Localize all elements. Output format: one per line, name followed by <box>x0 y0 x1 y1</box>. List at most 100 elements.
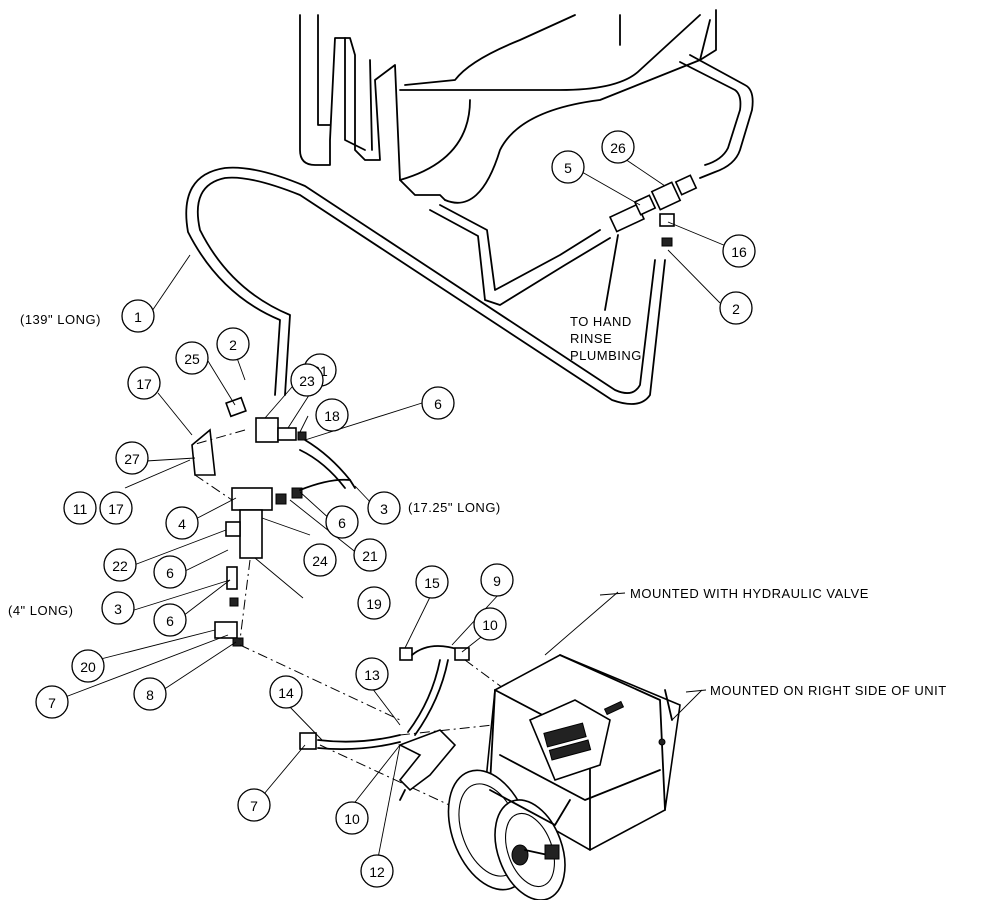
balloon-number: 22 <box>112 558 128 574</box>
callout-balloon-b17b: 17 <box>99 491 133 525</box>
callout-balloon-b10a: 10 <box>473 607 507 641</box>
balloon-circle <box>63 491 97 525</box>
balloon-number: 6 <box>434 396 442 412</box>
balloon-circle <box>35 685 69 719</box>
callout-balloons: 1223345666677891010111213141516171718192… <box>35 130 756 888</box>
callout-balloon-b19: 19 <box>357 586 391 620</box>
callout-balloon-b6a: 6 <box>421 386 455 420</box>
callout-balloon-b10b: 10 <box>335 801 369 835</box>
note-hand-rinse-1: TO HAND <box>570 314 632 329</box>
balloon-number: 23 <box>299 373 315 389</box>
balloon-number: 7 <box>48 695 56 711</box>
callout-balloon-b23: 23 <box>290 363 324 397</box>
callout-balloon-b2b: 2 <box>719 291 753 325</box>
balloon-circle <box>237 788 271 822</box>
balloon-number: 18 <box>324 408 340 424</box>
balloon-circle <box>216 327 250 361</box>
callout-balloon-b5: 5 <box>551 150 585 184</box>
balloon-number: 3 <box>380 501 388 517</box>
balloon-number: 3 <box>114 601 122 617</box>
balloon-circle <box>165 506 199 540</box>
balloon-circle <box>121 299 155 333</box>
callout-balloon-b12: 12 <box>360 854 394 888</box>
balloon-circle <box>153 555 187 589</box>
callout-balloon-b24: 24 <box>303 543 337 577</box>
balloon-circle <box>551 150 585 184</box>
balloon-number: 17 <box>108 501 124 517</box>
balloon-circle <box>601 130 635 164</box>
hose-139 <box>185 166 666 405</box>
hose-reel <box>447 769 571 900</box>
balloon-circle <box>325 505 359 539</box>
balloon-number: 2 <box>229 337 237 353</box>
balloon-number: 2 <box>732 301 740 317</box>
callout-balloon-b13: 13 <box>355 657 389 691</box>
balloon-number: 4 <box>178 516 186 532</box>
callout-balloon-b11: 11 <box>63 491 97 525</box>
callout-balloon-b16: 16 <box>722 234 756 268</box>
balloon-number: 25 <box>184 351 200 367</box>
balloon-number: 10 <box>482 617 498 633</box>
balloon-number: 9 <box>493 573 501 589</box>
note-hand-rinse-2: RINSE <box>570 331 612 346</box>
callout-balloon-b7a: 7 <box>35 685 69 719</box>
balloon-circle <box>71 649 105 683</box>
callout-balloon-b20: 20 <box>71 649 105 683</box>
callout-balloon-b9: 9 <box>480 563 514 597</box>
callout-balloon-b25: 25 <box>175 341 209 375</box>
callout-balloon-b7b: 7 <box>237 788 271 822</box>
balloon-number: 12 <box>369 864 385 880</box>
balloon-circle <box>480 563 514 597</box>
balloon-circle <box>115 441 149 475</box>
balloon-number: 14 <box>278 685 294 701</box>
assembly-lines <box>191 429 561 811</box>
tank-drawing <box>299 9 754 306</box>
callout-balloon-b3b: 3 <box>101 591 135 625</box>
balloon-number: 6 <box>166 613 174 629</box>
balloon-number: 13 <box>364 667 380 683</box>
callout-balloon-b4: 4 <box>165 506 199 540</box>
balloon-number: 7 <box>250 798 258 814</box>
callout-balloon-b14: 14 <box>269 675 303 709</box>
balloon-circle <box>335 801 369 835</box>
callout-balloon-b1: 1 <box>121 299 155 333</box>
balloon-circle <box>303 543 337 577</box>
callout-balloon-b17a: 17 <box>127 366 161 400</box>
balloon-circle <box>101 591 135 625</box>
callout-balloon-b18: 18 <box>315 398 349 432</box>
balloon-number: 11 <box>73 501 88 517</box>
balloon-number: 21 <box>362 548 378 564</box>
note-hydraulic-valve: MOUNTED WITH HYDRAULIC VALVE <box>630 586 869 601</box>
note-hose-1725: (17.25" LONG) <box>408 500 501 515</box>
balloon-number: 20 <box>80 659 96 675</box>
balloon-number: 26 <box>610 140 626 156</box>
balloon-circle <box>99 491 133 525</box>
balloon-number: 1 <box>134 309 142 325</box>
balloon-number: 5 <box>564 160 572 176</box>
balloon-circle <box>127 366 161 400</box>
balloon-number: 24 <box>312 553 328 569</box>
tee-fittings <box>604 174 698 311</box>
balloon-circle <box>315 398 349 432</box>
balloon-circle <box>175 341 209 375</box>
balloon-circle <box>415 565 449 599</box>
balloon-circle <box>153 603 187 637</box>
callout-balloon-b26: 26 <box>601 130 635 164</box>
balloon-number: 15 <box>424 575 440 591</box>
spray-gun-hose <box>299 645 470 801</box>
callout-balloon-b6b: 6 <box>325 505 359 539</box>
note-hand-rinse-3: PLUMBING <box>570 348 642 363</box>
notes: (139" LONG) (17.25" LONG) (4" LONG) TO H… <box>8 312 947 698</box>
balloon-number: 27 <box>124 451 140 467</box>
callout-balloon-b27: 27 <box>115 441 149 475</box>
balloon-number: 6 <box>166 565 174 581</box>
balloon-number: 10 <box>344 811 360 827</box>
callout-balloon-b6d: 6 <box>153 603 187 637</box>
balloon-number: 8 <box>146 687 154 703</box>
note-right-side: MOUNTED ON RIGHT SIDE OF UNIT <box>710 683 947 698</box>
balloon-circle <box>360 854 394 888</box>
callout-balloon-b8: 8 <box>133 677 167 711</box>
callout-balloon-b15: 15 <box>415 565 449 599</box>
